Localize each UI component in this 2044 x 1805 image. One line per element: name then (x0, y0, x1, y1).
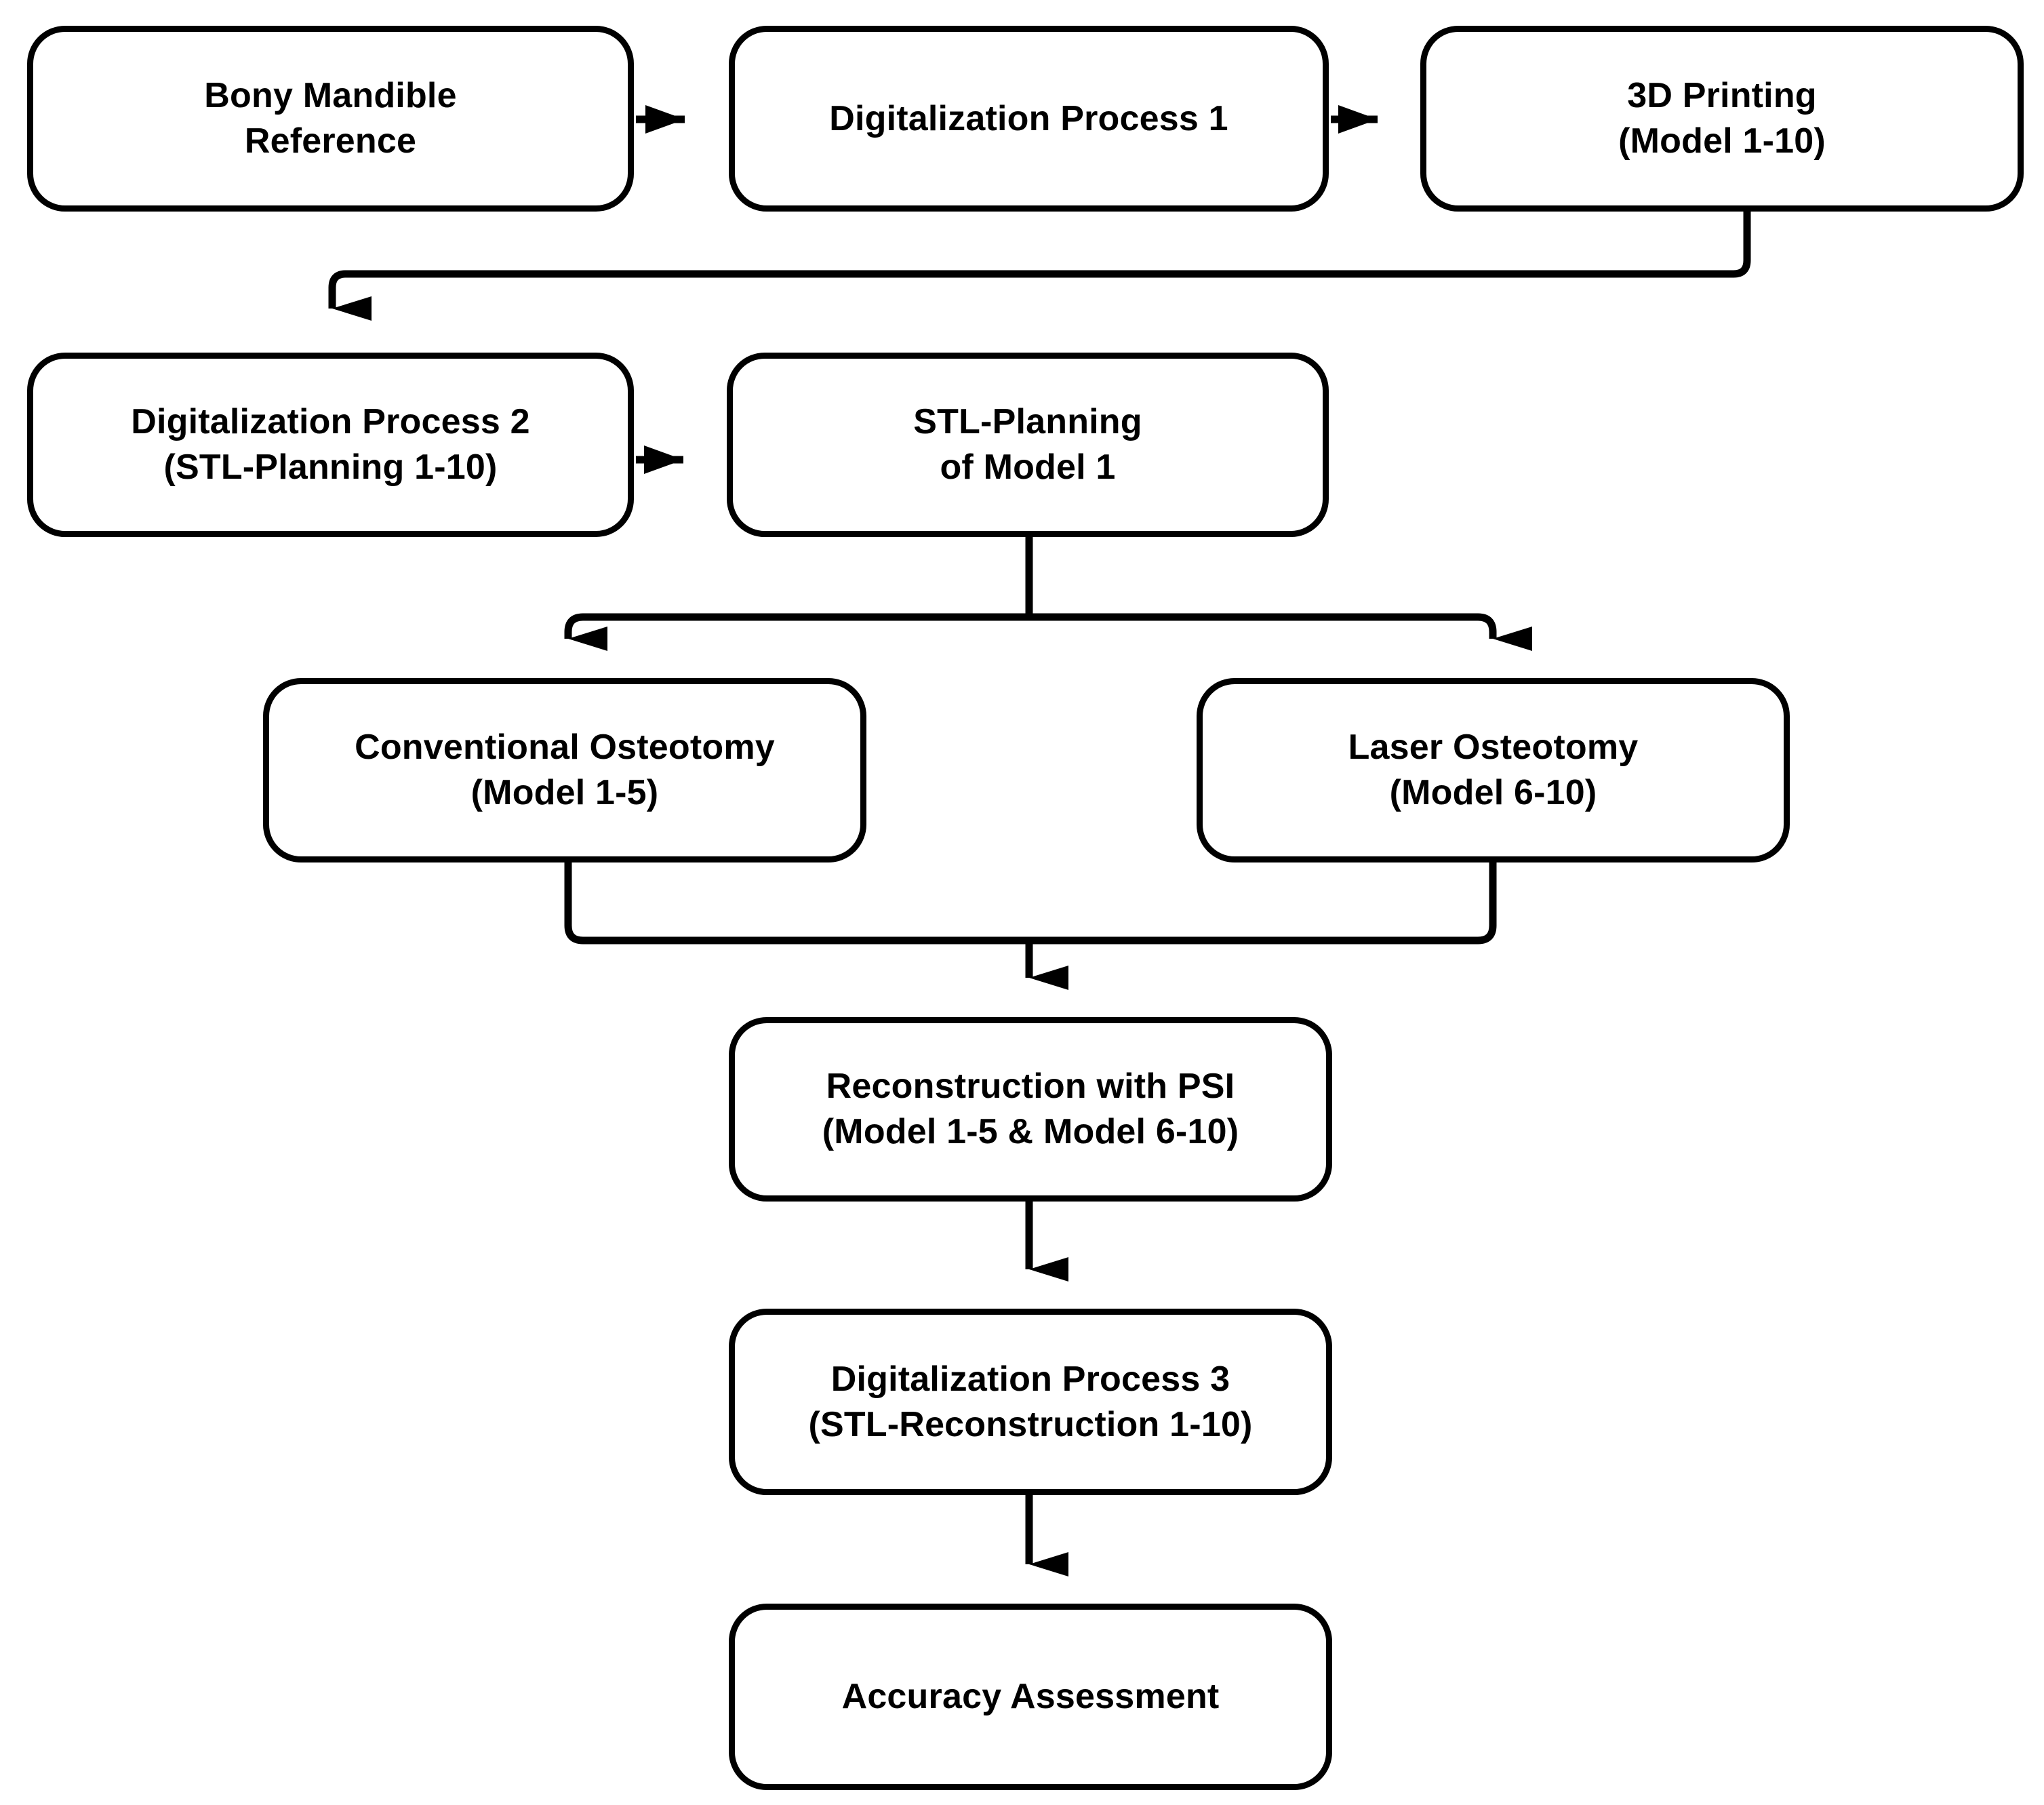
node-label: 3D Printing (Model 1-10) (1618, 76, 1826, 161)
node-digitalization-process-2[interactable]: Digitalization Process 2 (STL-Planning 1… (27, 353, 634, 537)
node-stl-planning-model-1[interactable]: STL-Planning of Model 1 (727, 353, 1329, 537)
edge-3dprint-to-dp2 (328, 212, 1751, 321)
node-label: Digitalization Process 2 (STL-Planning 1… (131, 402, 530, 487)
node-label: STL-Planning of Model 1 (913, 402, 1142, 487)
node-bony-mandible-reference[interactable]: Bony Mandible Reference (27, 26, 634, 212)
node-label: Digitalization Process 1 (829, 98, 1228, 138)
node-label: Digitalization Process 3 (STL-Reconstruc… (808, 1359, 1253, 1444)
edge-stlplan-split (564, 537, 1532, 651)
node-digitalization-process-3[interactable]: Digitalization Process 3 (STL-Reconstruc… (729, 1309, 1332, 1495)
node-label: Accuracy Assessment (841, 1677, 1220, 1717)
node-reconstruction-with-psi[interactable]: Reconstruction with PSI (Model 1-5 & Mod… (729, 1017, 1332, 1202)
node-label: Laser Osteotomy (Model 6-10) (1348, 728, 1639, 812)
node-digitalization-process-1[interactable]: Digitalization Process 1 (729, 26, 1329, 212)
edge-osteotomy-merge-to-psi (564, 862, 1497, 990)
node-conventional-osteotomy[interactable]: Conventional Osteotomy (Model 1-5) (263, 678, 866, 862)
node-label: Bony Mandible Reference (204, 76, 457, 161)
node-label: Conventional Osteotomy (Model 1-5) (355, 728, 775, 812)
node-accuracy-assessment[interactable]: Accuracy Assessment (729, 1604, 1332, 1790)
node-3d-printing[interactable]: 3D Printing (Model 1-10) (1420, 26, 2024, 212)
node-label: Reconstruction with PSI (Model 1-5 & Mod… (822, 1067, 1239, 1151)
node-laser-osteotomy[interactable]: Laser Osteotomy (Model 6-10) (1197, 678, 1790, 862)
